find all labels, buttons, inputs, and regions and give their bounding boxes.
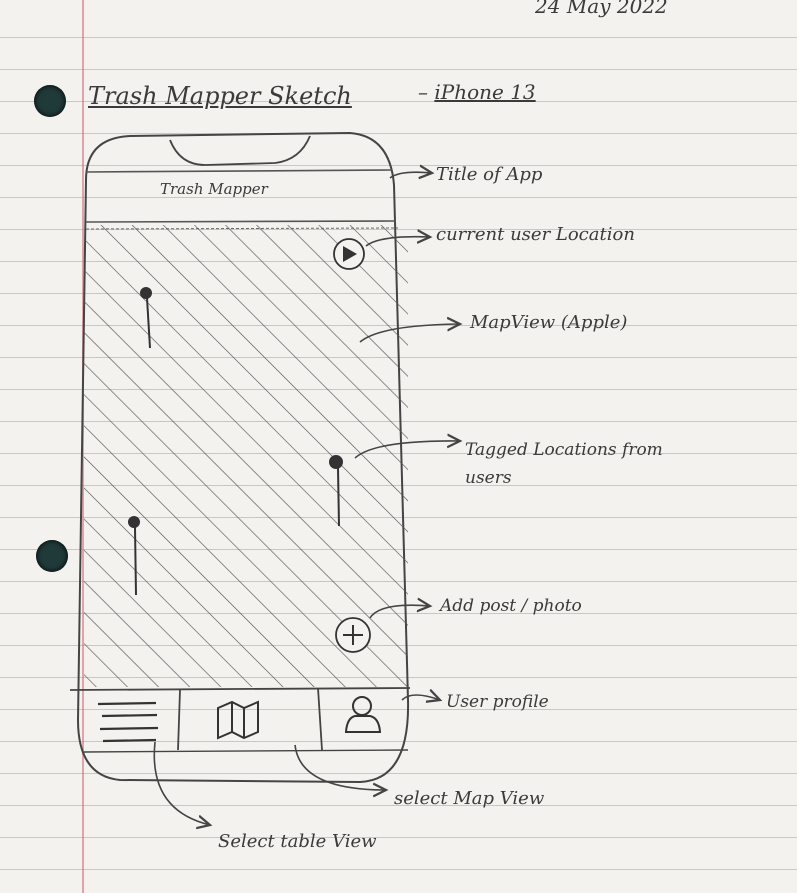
annotation-add: Add post / photo (440, 596, 582, 616)
map-pin (329, 455, 343, 527)
map-pin (128, 516, 140, 596)
date: 24 May 2022 (535, 0, 668, 18)
map-view (84, 225, 408, 687)
device-label: – iPhone 13 (418, 80, 536, 104)
sketch-title: Trash Mapper Sketch (88, 82, 352, 110)
list-icon (97, 701, 159, 743)
annotation-tagged: Tagged Locations from users (465, 440, 663, 488)
binder-hole (34, 85, 66, 117)
location-arrow-icon (343, 246, 357, 262)
annotation-map-tab: select Map View (394, 788, 545, 809)
map-pin (140, 287, 152, 349)
map-icon (217, 700, 259, 740)
app-title: Trash Mapper (160, 180, 268, 198)
annotation-table-tab: Select table View (218, 831, 377, 852)
annotation-profile: User profile (446, 692, 549, 712)
annotation-mapview: MapView (Apple) (470, 312, 628, 333)
notch (169, 135, 311, 166)
annotation-title: Title of App (436, 164, 543, 185)
user-icon (344, 696, 382, 733)
annotation-location: current user Location (436, 224, 635, 245)
annotation-arrows (153, 172, 460, 825)
binder-hole (36, 540, 68, 572)
phone-outline (76, 131, 410, 784)
